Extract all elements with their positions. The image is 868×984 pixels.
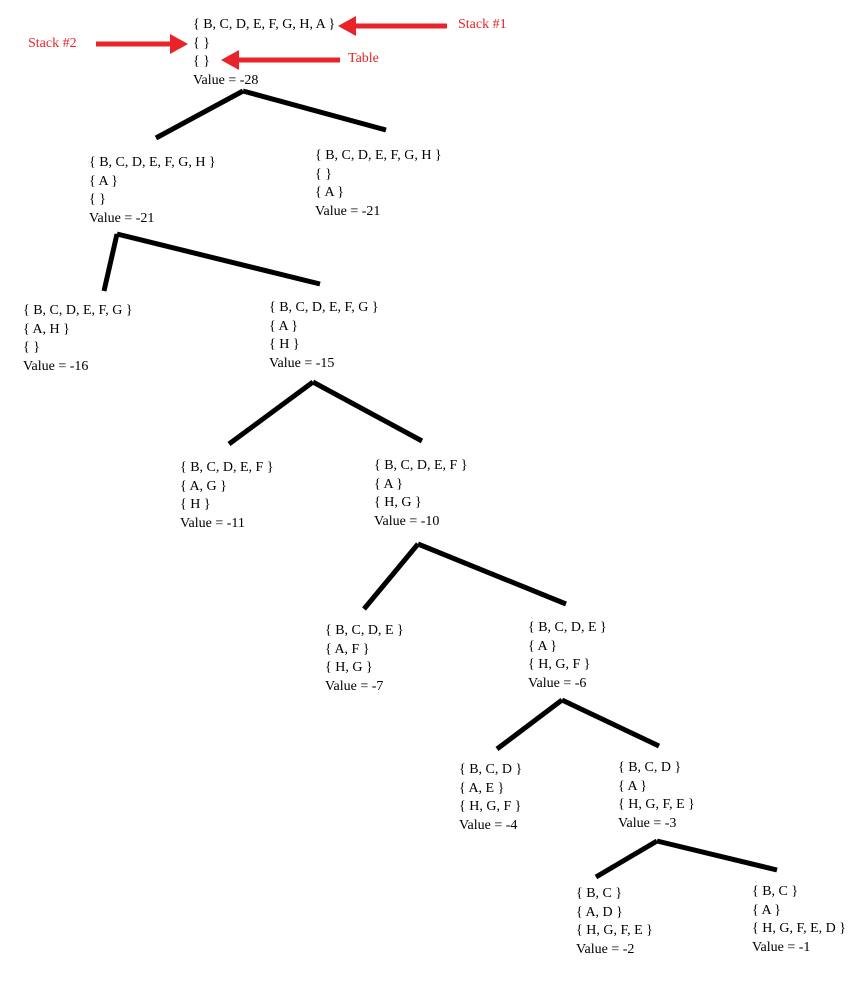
stack1-contents: { B, C, D, E, F, G } [269, 300, 379, 315]
edge-n6-n8 [417, 541, 567, 607]
tree-node-n2: { B, C, D, E, F, G, H } { } { A } Value … [315, 147, 442, 221]
edge-n1-n4 [116, 231, 321, 287]
tree-node-n6: { B, C, D, E, F } { A } { H, G } Value =… [374, 457, 468, 531]
stack2-arrow-icon [96, 34, 188, 54]
table-arrow-icon [221, 50, 340, 70]
node-value: Value = -3 [618, 815, 677, 831]
table-contents: { H, G, F, E, D } [752, 921, 846, 936]
node-value: Value = -7 [325, 678, 384, 694]
stack1-contents: { B, C, D, E } [325, 623, 404, 638]
stack1-arrow-icon [338, 16, 447, 36]
annotation-arrows [96, 16, 447, 70]
stack2-contents: { A } [374, 476, 404, 492]
edge-n8-n10 [560, 697, 661, 749]
tree-node-n10: { B, C, D } { A } { H, G, F, E } Value =… [618, 759, 695, 833]
edge-n1-n3 [101, 233, 120, 292]
table-contents: { H, G, F } [528, 657, 591, 672]
tree-edges [101, 88, 778, 880]
edge-n4-n6 [311, 379, 424, 444]
node-value: Value = -16 [23, 358, 89, 374]
stack1-contents: { B, C, D, E } [528, 620, 607, 635]
stack2-contents: { A, H } [23, 321, 70, 337]
table-contents: { } [193, 54, 210, 69]
stack2-contents: { A, G } [180, 478, 227, 494]
stack1-contents: { B, C, D, E, F } [374, 458, 468, 473]
tree-node-n12: { B, C } { A } { H, G, F, E, D } Value =… [752, 883, 846, 957]
stack2-contents: { A } [269, 318, 299, 334]
table-contents: { H } [180, 497, 211, 512]
node-value: Value = -2 [576, 941, 635, 957]
stack1-contents: { B, C, D, E, F, G, H } [89, 155, 216, 170]
stack2-contents: { A } [752, 902, 782, 918]
tree-node-n4: { B, C, D, E, F, G } { A } { H } Value =… [269, 299, 379, 373]
node-value: Value = -1 [752, 939, 811, 955]
table-contents: { H, G } [374, 495, 422, 510]
table-contents: { H, G } [325, 660, 373, 675]
table-contents: { H } [269, 337, 300, 352]
node-value: Value = -11 [180, 515, 245, 531]
stack2-contents: { A } [89, 173, 119, 189]
stack2-contents: { A, D } [576, 904, 623, 920]
table-contents: { } [89, 192, 106, 207]
tree-node-n8: { B, C, D, E } { A } { H, G, F } Value =… [528, 619, 607, 693]
node-value: Value = -15 [269, 355, 335, 371]
tree-node-root: { B, C, D, E, F, G, H, A } { } { } Value… [193, 16, 335, 90]
node-value: Value = -10 [374, 513, 440, 529]
stack2-contents: { A } [528, 638, 558, 654]
tree-node-n5: { B, C, D, E, F } { A, G } { H } Value =… [180, 459, 274, 533]
table-label: Table [348, 51, 379, 66]
stack2-contents: { A, E } [459, 780, 505, 796]
node-value: Value = -28 [193, 72, 259, 88]
node-value: Value = -4 [459, 817, 518, 833]
table-contents: { H, G, F, E } [576, 923, 653, 938]
stack1-contents: { B, C, D } [618, 760, 682, 775]
stack1-contents: { B, C, D, E, F, G, H, A } [193, 17, 336, 32]
tree-node-n7: { B, C, D, E } { A, F } { H, G } Value =… [325, 622, 404, 696]
table-contents: { H, G, F, E } [618, 797, 695, 812]
edge-n10-n11 [594, 838, 659, 880]
stack1-contents: { B, C, D, E, F } [180, 460, 274, 475]
stack1-contents: { B, C, D, E, F, G, H } [315, 148, 442, 163]
stack1-contents: { B, C, D } [459, 762, 523, 777]
node-value: Value = -21 [89, 210, 155, 226]
node-value: Value = -21 [315, 203, 381, 219]
stack1-label: Stack #1 [458, 17, 507, 32]
edge-n8-n9 [495, 698, 564, 751]
tree-node-n9: { B, C, D } { A, E } { H, G, F } Value =… [459, 761, 522, 835]
stack2-contents: { } [315, 166, 332, 182]
stack2-contents: { A, F } [325, 641, 370, 657]
tree-node-n11: { B, C } { A, D } { H, G, F, E } Value =… [576, 885, 653, 959]
node-value: Value = -6 [528, 675, 587, 691]
edge-n10-n12 [656, 838, 778, 873]
edge-root-n1 [154, 88, 245, 141]
edge-root-n2 [242, 88, 387, 133]
table-contents: { H, G, F } [459, 799, 522, 814]
stack1-contents: { B, C } [752, 884, 799, 899]
stack2-label: Stack #2 [28, 36, 77, 51]
stack1-contents: { B, C } [576, 886, 623, 901]
edge-n4-n5 [227, 379, 315, 447]
table-contents: { } [23, 340, 40, 355]
stack2-contents: { } [193, 35, 210, 51]
tree-node-n1: { B, C, D, E, F, G, H } { A } { } Value … [89, 154, 216, 228]
stack1-contents: { B, C, D, E, F, G } [23, 303, 133, 318]
edge-n6-n7 [362, 542, 420, 611]
tree-node-n3: { B, C, D, E, F, G } { A, H } { } Value … [23, 302, 133, 376]
stack2-contents: { A } [618, 778, 648, 794]
table-contents: { A } [315, 185, 345, 200]
